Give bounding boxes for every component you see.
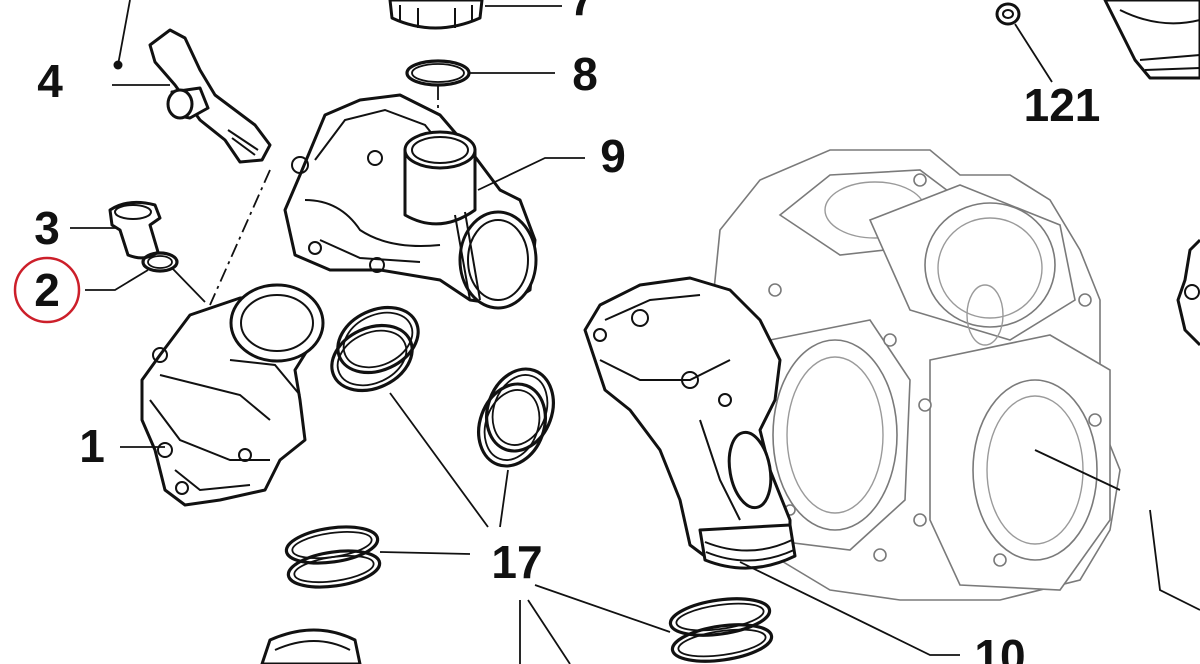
callout-7: 7: [569, 0, 595, 25]
washer-part-121: [995, 2, 1053, 83]
o-rings-part-17: [284, 305, 774, 664]
leader-right-upper: [1034, 449, 1121, 491]
o-ring-17-d: [668, 597, 774, 663]
callout-4: 4: [37, 55, 63, 107]
top-right-fitting: [1103, 0, 1200, 80]
valve-body-part-9: [283, 93, 585, 310]
o-ring-17-b: [477, 367, 555, 468]
plug-part-3: [70, 200, 162, 260]
callout-3: 3: [34, 202, 60, 254]
callout-1: 1: [79, 420, 105, 472]
callout-9: 9: [600, 130, 626, 182]
callout-10: 10: [974, 630, 1025, 664]
highlight-circle-part-2: [13, 256, 81, 324]
valve-body-center: [583, 276, 960, 656]
o-ring-17-c: [284, 525, 382, 589]
o-ring-part-2: [13, 251, 206, 324]
valve-body-part-1: [120, 283, 325, 507]
right-edge-fitting: [1176, 238, 1200, 347]
elbow-fitting-part-4: [112, 0, 272, 306]
callout-2: 2: [34, 264, 60, 316]
bottom-left-fitting: [260, 628, 362, 664]
o-ring-17-a: [330, 305, 420, 393]
cap-part-7: [388, 0, 562, 30]
leader-right-lower: [1149, 509, 1200, 611]
callout-17: 17: [491, 536, 542, 588]
callout-121: 121: [1024, 79, 1101, 131]
valve-housing-part-10: [709, 149, 1121, 601]
callout-8: 8: [572, 48, 598, 100]
